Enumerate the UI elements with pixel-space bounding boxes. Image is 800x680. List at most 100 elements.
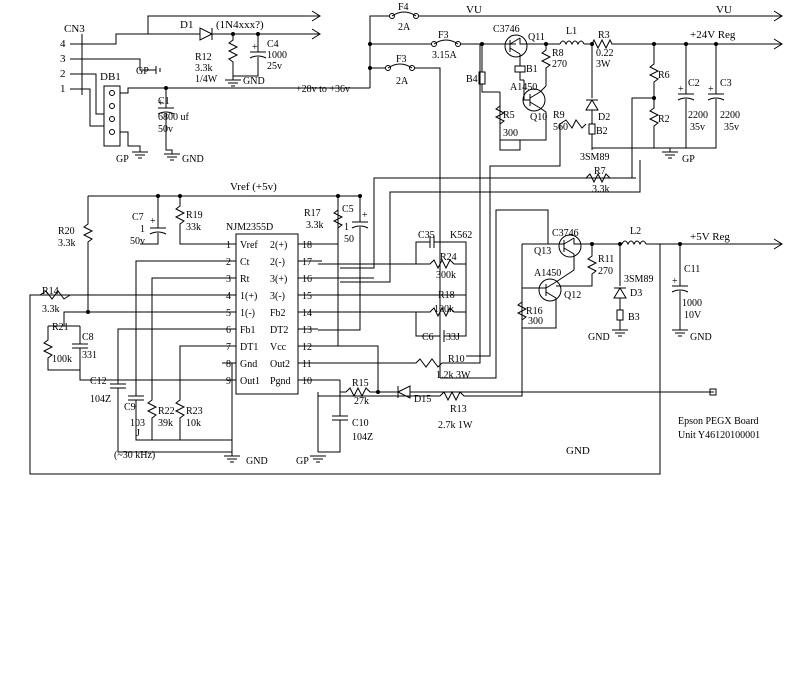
r18-ref: R18 — [438, 290, 455, 301]
connector-cn3: CN3 4 3 2 1 — [60, 23, 85, 95]
pin-num: 11 — [302, 359, 312, 370]
q13-part: C3746 — [552, 228, 579, 239]
c8-value: 331 — [82, 350, 97, 361]
pin-num: 7 — [226, 342, 231, 353]
d3-ref: D3 — [630, 288, 642, 299]
f3-ref: F3 — [438, 30, 449, 41]
vref-label: Vref (+5v) — [230, 181, 277, 193]
f4-ref: F4 — [398, 2, 409, 13]
r14-value: 3.3k — [42, 304, 60, 315]
r3-value: 0.22 — [596, 48, 614, 59]
pin-num: 16 — [302, 274, 312, 285]
q12-ref: Q12 — [564, 290, 581, 301]
cn3-pin-2: 2 — [60, 68, 66, 80]
b3-label: B3 — [628, 312, 640, 323]
board-label-line2: Unit Y46120100001 — [678, 430, 760, 441]
c9-ref: C9 — [124, 402, 136, 413]
pin-name: 3(+) — [270, 274, 287, 285]
r16-value: 300 — [528, 316, 543, 327]
c7-ref: C7 — [132, 212, 144, 223]
pin-name: Rt — [240, 274, 250, 285]
c6-ref: C6 — [422, 332, 434, 343]
diode-d1: D1 (1N4xxx?) — [180, 19, 264, 41]
c9-value: 103 — [130, 418, 145, 429]
r20-value: 3.3k — [58, 238, 76, 249]
diode-d3: D3 — [613, 287, 642, 299]
gnd-label-top: GND — [243, 76, 265, 87]
r11-value: 270 — [598, 266, 613, 277]
r13-ref: R13 — [450, 404, 467, 415]
c2-ref: C2 — [688, 78, 700, 89]
pin-name: Ct — [240, 257, 250, 268]
svg-text:+: + — [672, 276, 678, 287]
c2-value: 2200 — [688, 110, 708, 121]
b4-label: B4 — [466, 74, 478, 85]
transistor-q13: C3746 Q13 — [534, 228, 582, 258]
c9-rating: J — [136, 428, 140, 439]
c6-value: 33J — [446, 332, 460, 343]
pin-num: 10 — [302, 376, 312, 387]
gnd-label-bridge: GND — [182, 154, 204, 165]
zener-label-top: 3SM89 — [580, 152, 609, 163]
r21-ref: R21 — [52, 322, 69, 333]
pin-num: 3 — [226, 274, 231, 285]
db1-label: DB1 — [100, 71, 121, 83]
r2-ref: R2 — [658, 114, 670, 125]
pin-num: 17 — [302, 257, 312, 268]
r12-rating: 1/4W — [195, 74, 218, 85]
f3b-value: 2A — [396, 76, 409, 87]
pin-name: DT1 — [240, 342, 258, 353]
r11-ref: R11 — [598, 254, 614, 265]
r16-ref: R16 — [526, 306, 543, 317]
r17-ref: R17 — [304, 208, 321, 219]
ic-left-pin-3: 3 Rt — [226, 274, 250, 285]
c5-ref: C5 — [342, 204, 354, 215]
pin-name: 1(+) — [240, 291, 257, 302]
transistor-q11: C3746 Q11 — [493, 24, 545, 58]
q11-part: C3746 — [493, 24, 520, 35]
r21-value: 100k — [52, 354, 72, 365]
c1-value: 6800 uf — [158, 112, 190, 123]
r17-value: 3.3k — [306, 220, 324, 231]
q10-ref: Q10 — [530, 112, 547, 123]
pin-name: 2(-) — [270, 257, 285, 268]
pin-name: 2(+) — [270, 240, 287, 251]
r12-ref: R12 — [195, 52, 212, 63]
d2-ref: D2 — [598, 112, 610, 123]
gnd-label-bottom: GND — [566, 445, 590, 457]
c35-ref: C35 — [418, 230, 435, 241]
inductor-l1: L1 — [559, 26, 585, 46]
cn3-pin-4: 4 — [60, 38, 66, 50]
r22-ref: R22 — [158, 406, 175, 417]
cn3-pin-3: 3 — [60, 53, 66, 65]
gp-label-bridge: GP — [116, 154, 129, 165]
ic-left-pin-7: 7 DT1 — [226, 342, 258, 353]
fuse-f3-aux: F3 2A — [385, 54, 415, 87]
pin-num: 13 — [302, 325, 312, 336]
c1-ref: C1 — [158, 96, 170, 107]
r23-value: 10k — [186, 418, 201, 429]
ic-right-pin-17: 2(-) 17 — [270, 257, 312, 268]
r7-ref: R7 — [594, 166, 606, 177]
fuse-f3-main: F3 3.15A — [431, 30, 461, 61]
c11-rating: 10V — [684, 310, 702, 321]
f4-value: 2A — [398, 22, 411, 33]
q11-ref: Q11 — [528, 32, 545, 43]
r5-value: 300 — [503, 128, 518, 139]
pin-num: 4 — [226, 291, 231, 302]
b1-label: B1 — [526, 64, 538, 75]
c12-value: 104Z — [90, 394, 111, 405]
c7-rating: 50v — [130, 236, 145, 247]
bridge-db1: DB1 — [100, 71, 121, 147]
v24-label: +24V Reg — [690, 29, 736, 41]
c5-value: 1 — [344, 222, 349, 233]
r19-value: 33k — [186, 222, 201, 233]
freq-label: (~30 kHz) — [114, 450, 155, 461]
c10-value: 104Z — [352, 432, 373, 443]
